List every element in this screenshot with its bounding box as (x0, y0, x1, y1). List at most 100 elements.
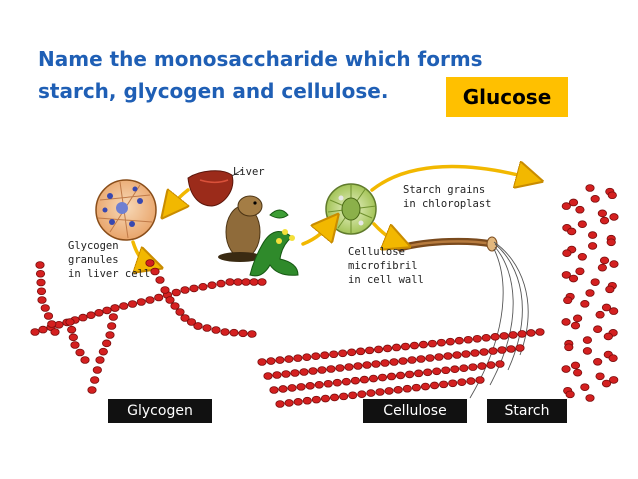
glycogen-chain-bead (150, 267, 160, 276)
starch-helix-bead (564, 343, 574, 352)
starch-helix-bead (599, 256, 610, 265)
cellulose-chain-bead (302, 353, 312, 361)
cellulose-chain-bead (468, 363, 478, 371)
glycogen-chain-bead (102, 306, 112, 315)
cellulose-chain-bead (380, 359, 390, 367)
starch-helix-bead (565, 390, 575, 399)
process-arrows (131, 167, 530, 264)
cellulose-chain-bead (488, 347, 498, 355)
arrow-plant-to-chloroplast (301, 224, 330, 246)
cellulose-chain-bead (393, 386, 403, 394)
arrow-to-starch (370, 167, 530, 192)
cellulose-chain-bead (389, 358, 399, 366)
cellulose-chain-bead (353, 362, 363, 370)
glycogen-chain-bead (30, 328, 40, 336)
starch-helix-bead (570, 321, 581, 330)
starch-helix-bead (609, 260, 619, 268)
starch-helix-bead (601, 303, 612, 312)
glycogen-chain-bead (107, 322, 117, 330)
cellulose-chain-bead (490, 333, 500, 341)
glycogen-chain-bead (136, 298, 146, 306)
glycogen-chain-bead (68, 333, 78, 342)
glycogen-chain-bead (86, 311, 96, 320)
cellulose-chain-bead (535, 328, 545, 336)
glycogen-chain-bead (43, 312, 54, 320)
starch-helix-bead (607, 191, 617, 200)
cellulose-chain-bead (506, 345, 516, 353)
question-line-1: Name the monosaccharide which forms (38, 47, 483, 71)
cellulose-chain-bead (359, 375, 369, 384)
starch-helix-bead (595, 372, 605, 381)
cellulose-chain-bead (439, 380, 449, 389)
glycogen-chain-bead (160, 286, 170, 294)
glycogen-chain-bead (170, 302, 180, 310)
cellulose-chain-bead (386, 372, 397, 381)
question-text: Name the monosaccharide which forms star… (38, 43, 598, 107)
starch-helix-bead (609, 213, 619, 221)
cellulose-chain-bead (269, 386, 279, 394)
cellulose-chain-bead (391, 343, 402, 352)
cellulose-chain-bead (348, 391, 358, 400)
cellulose-chain-bead (341, 377, 351, 386)
liver-image (187, 170, 234, 207)
starch-helix-bead (609, 307, 619, 315)
starch-helix-bead (587, 231, 598, 239)
glycogen-chain-bead (202, 324, 212, 332)
starch-helix-bead (562, 249, 572, 257)
glycogen-chain-bead (50, 328, 60, 336)
starch-helix-bead (577, 252, 587, 261)
cellulose-chain-bead (448, 379, 458, 388)
cellulose-chain-bead (299, 368, 309, 376)
cellulose-chain-bead (329, 350, 339, 359)
glycogen-chain-bead (78, 313, 88, 322)
cellulose-chain-bead (332, 378, 342, 387)
cellulose-chain-bead (432, 367, 442, 376)
cellulose-chain-bead (517, 330, 527, 338)
cellulose-chain-bead (287, 384, 297, 392)
cellulose-chain-bead (344, 363, 354, 371)
cellulose-chain-bead (302, 396, 312, 405)
cellulose-chain-bead (356, 347, 366, 356)
cellulose-chain-bead (477, 362, 487, 370)
starch-helix-bead (605, 285, 615, 294)
liver-label: Liver (233, 166, 265, 178)
cellulose-chain-bead (377, 373, 388, 382)
glycogen-chain-bead (40, 304, 50, 312)
glycogen-chain-bead (36, 278, 46, 287)
cellulose-chain-bead (365, 346, 375, 355)
starch-helix-bead (585, 184, 595, 192)
cellulose-chain-bead (454, 336, 464, 345)
cellulose-chain-bead (475, 376, 485, 384)
cellulose-chain-bead (375, 388, 385, 396)
starch-helix-bead (575, 267, 585, 276)
glycogen-chain-bead (220, 328, 230, 336)
cellulose-chain-bead (402, 384, 412, 393)
cellulose-chain-bead (416, 355, 426, 363)
glycogen-chain-bead (175, 308, 185, 316)
starch-helix-bead (561, 365, 571, 373)
arrow-liver-to-cell (170, 188, 190, 208)
starch-label: Starch (487, 399, 567, 423)
glycogen-chain-bead (87, 386, 97, 394)
starch-helix-bead (593, 357, 603, 366)
glycogen-chain-bead (65, 318, 75, 326)
cellulose-chain-bead (526, 329, 536, 337)
glycogen-chain-bead (247, 330, 257, 338)
starch-helix-bead (601, 379, 612, 388)
glycogen-chain-bead (98, 347, 108, 356)
cellulose-chain-bead (486, 361, 496, 369)
starch-helix-bead (573, 368, 583, 377)
cellulose-chain-bead (272, 371, 282, 379)
cellulose-chain-bead (481, 334, 491, 342)
cellulose-chain-bead (411, 383, 421, 392)
cellulose-chain-bead (414, 369, 424, 378)
glycogen-chain-bead (241, 278, 251, 286)
cellulose-chain-bead (347, 348, 357, 357)
cellulose-chain-bead (296, 383, 306, 391)
glycogen-chain-bead (110, 304, 120, 312)
glycogen-chain-bead (95, 356, 105, 364)
starch-helix-bead (570, 361, 581, 370)
cellulose-chain-bead (320, 351, 330, 360)
